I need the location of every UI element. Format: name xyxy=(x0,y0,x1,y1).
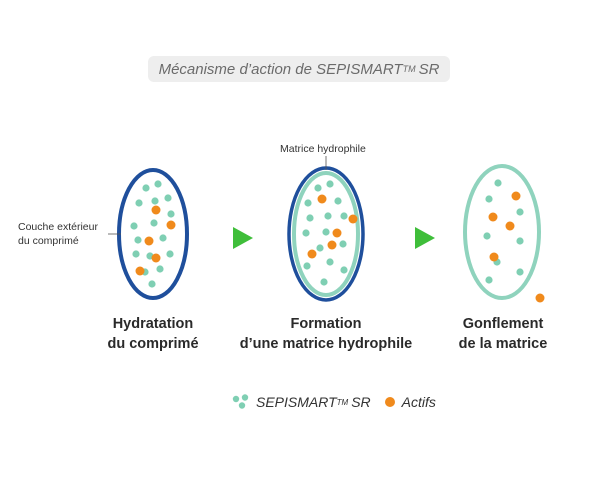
legend-sepismart-trademark: TM xyxy=(336,397,349,407)
stage-1-active-dots xyxy=(135,205,176,276)
step-1-label: Hydratation du comprimé xyxy=(88,314,218,354)
legend-actives-label: Actifs xyxy=(401,394,436,410)
step-3-label: Gonflement de la matrice xyxy=(438,314,568,354)
step-3-line1: Gonflement xyxy=(462,316,544,332)
stage-1-sepismart-dots xyxy=(130,180,175,288)
sepismart-dots-icon xyxy=(232,394,249,409)
stage-2-matrix xyxy=(287,156,365,302)
arrow-right-icon xyxy=(233,227,253,249)
active-dot-icon xyxy=(384,397,395,407)
outer-layer-line1: Couche extérieur xyxy=(18,221,98,233)
matrix-outline-3 xyxy=(463,164,541,300)
step-1-line2: du comprimé xyxy=(107,336,199,352)
tablet-outline-1 xyxy=(117,168,189,300)
title-trademark: TM xyxy=(402,64,416,74)
step-2-label: Formation d’une matrice hydrophile xyxy=(236,314,416,354)
stage-3-sepismart-dots xyxy=(483,179,524,284)
step-2-line1: Formation xyxy=(290,316,362,332)
arrow-right-icon-2 xyxy=(415,227,435,249)
title-suffix: SR xyxy=(418,60,440,78)
step-2-line2: d’une matrice hydrophile xyxy=(239,336,413,352)
outer-layer-line2: du comprimé xyxy=(18,235,79,247)
stage-2-sepismart-dots xyxy=(302,180,348,286)
released-active-dot xyxy=(535,293,545,303)
step-1-line1: Hydratation xyxy=(112,316,194,332)
stage-3-active-dots xyxy=(488,191,545,303)
legend-sepismart-label: SEPISMART xyxy=(256,394,337,410)
stage-2-active-dots xyxy=(307,194,358,259)
legend-sepismart-suffix: SR xyxy=(351,394,371,410)
stage-1-tablet xyxy=(108,168,189,300)
title-main: Mécanisme d’action de SEPISMART xyxy=(158,60,403,78)
outer-layer-annotation: Couche extérieur du comprimé xyxy=(18,220,98,248)
hydrophilic-matrix-annotation: Matrice hydrophile xyxy=(280,143,366,155)
step-3-line2: de la matrice xyxy=(458,336,548,352)
matrix-outline-2 xyxy=(292,171,360,297)
stage-3-swollen-matrix xyxy=(463,164,545,303)
